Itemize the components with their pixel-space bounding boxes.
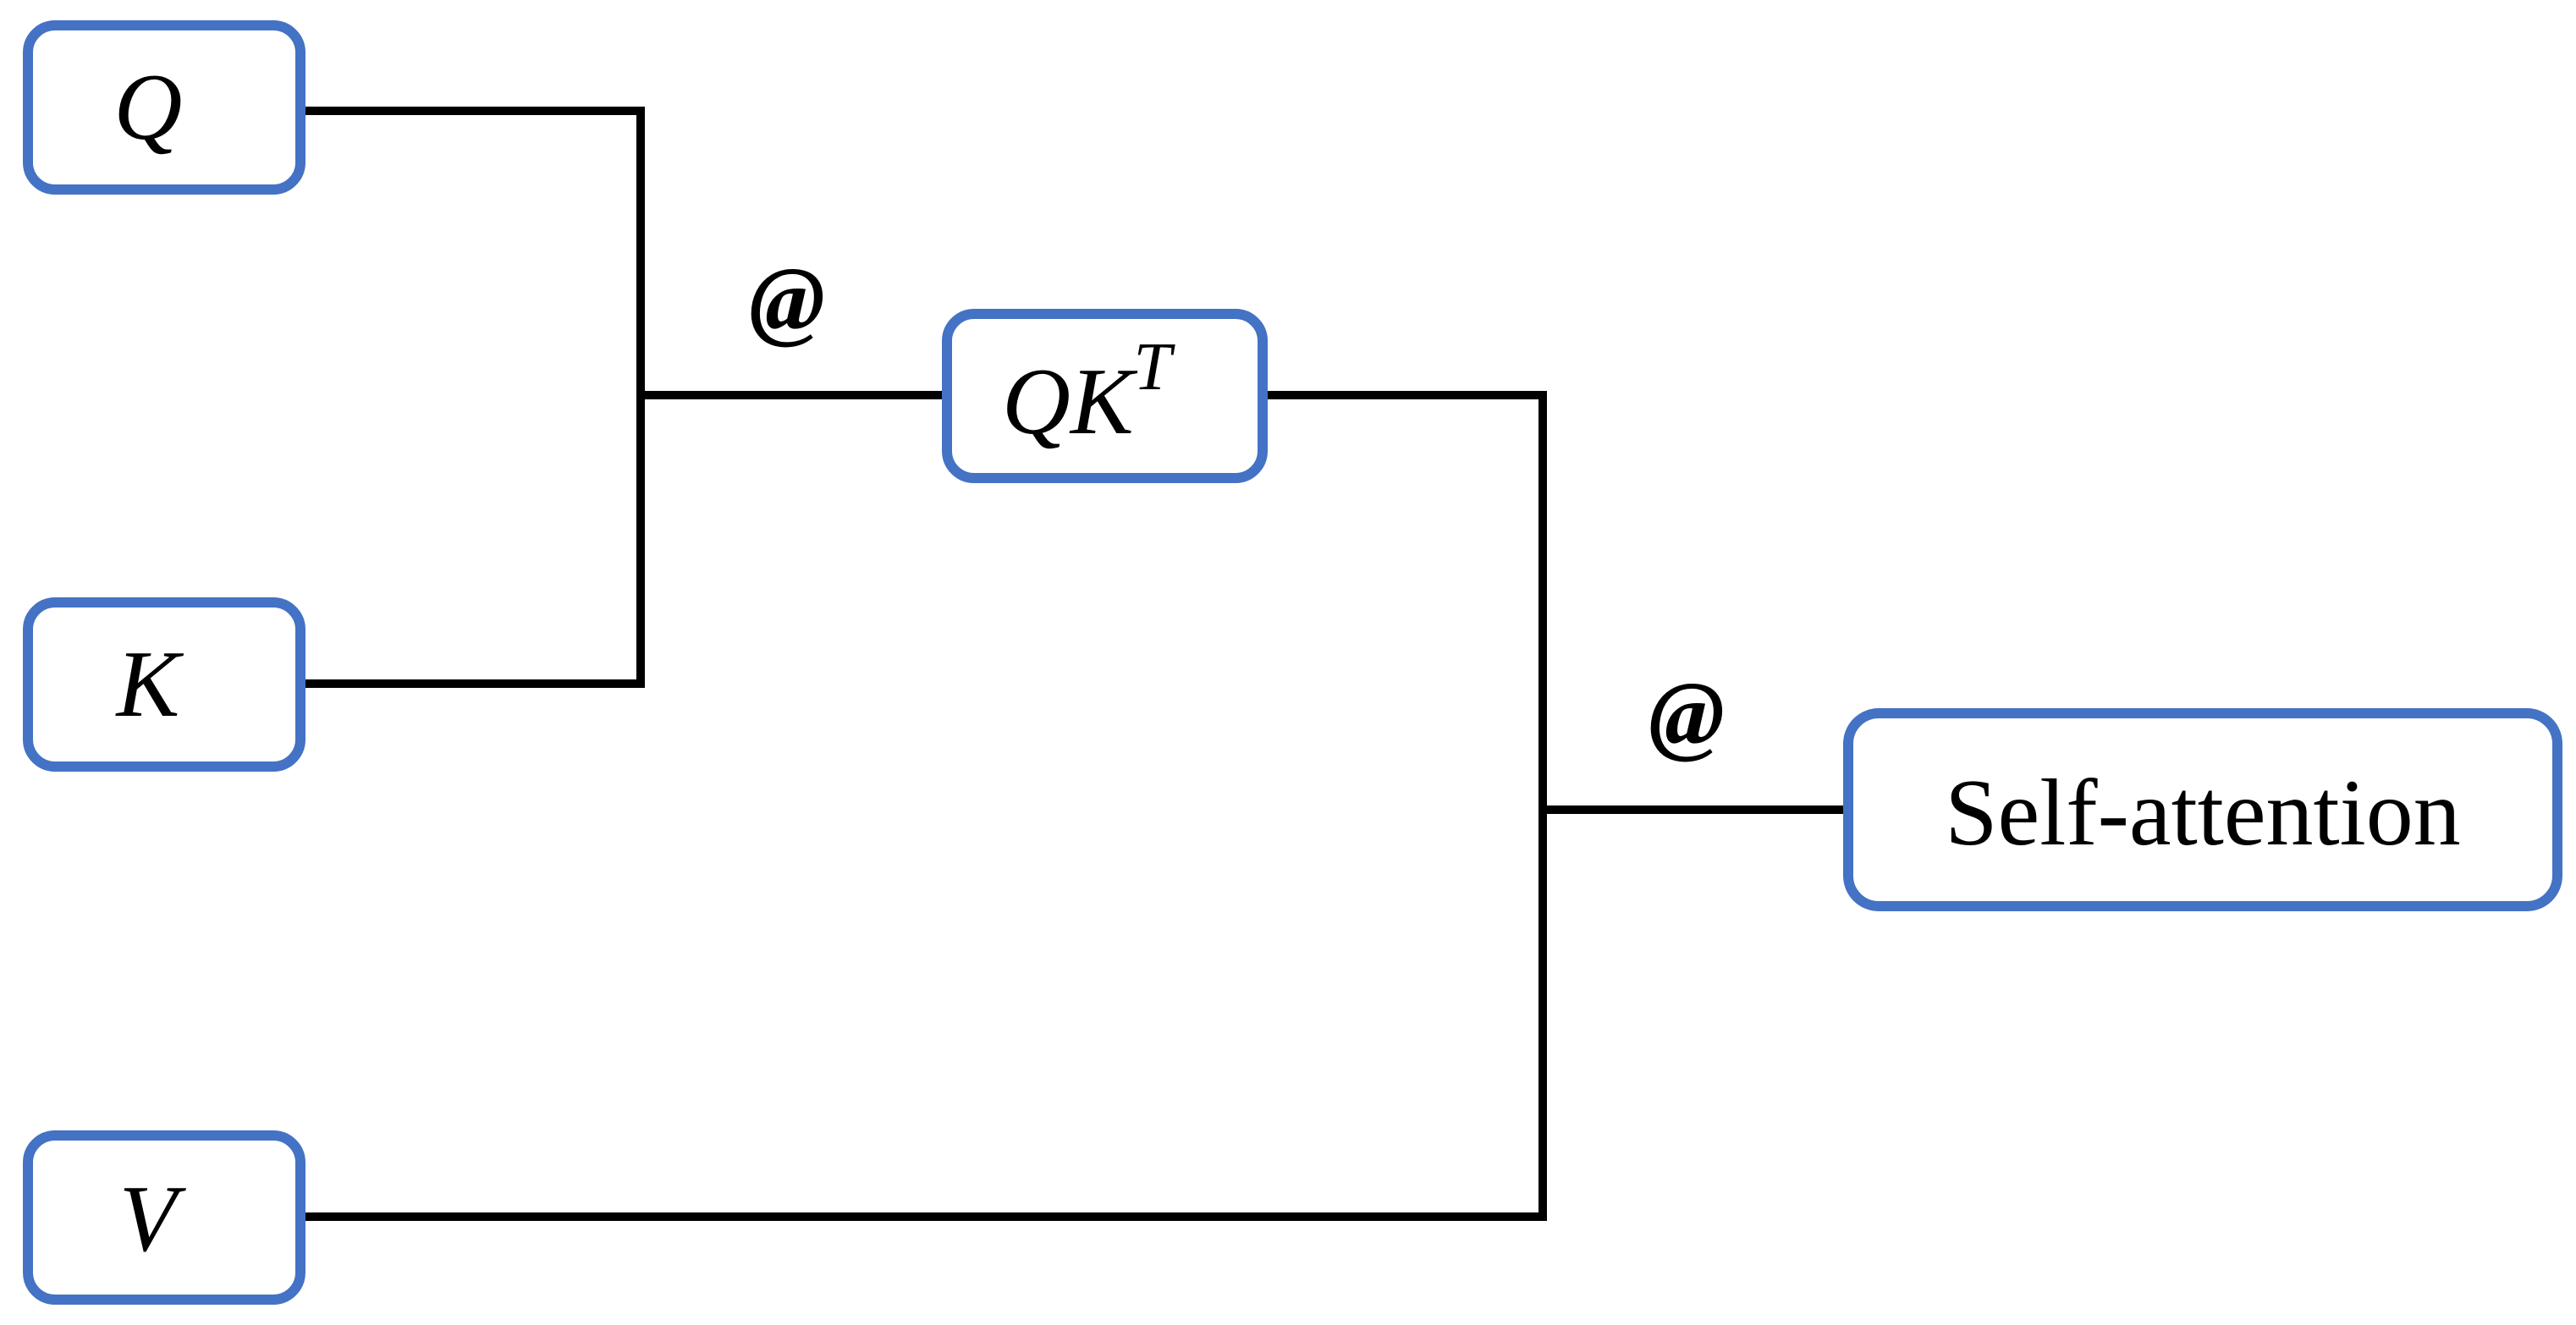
connectors (299, 107, 1852, 1221)
matmul-operator-qk: @ (749, 250, 825, 350)
qkt-node: QKT (942, 309, 1268, 483)
qkt-connector (1258, 391, 1547, 814)
self-attention-node: Self-attention (1843, 708, 2562, 911)
v-connector (299, 805, 1547, 1221)
k-node: K (23, 597, 305, 772)
v-node: V (23, 1130, 305, 1305)
qkt-base: QK (1002, 349, 1138, 454)
self-attention-label: Self-attention (1945, 761, 2461, 866)
q-node: Q (23, 20, 305, 195)
qkt-label: QKT (1002, 330, 1176, 454)
k-label: K (115, 632, 184, 737)
qkt-superscript: T (1134, 330, 1176, 404)
k-connector (299, 391, 645, 688)
q-label: Q (114, 55, 183, 160)
q-connector (299, 107, 645, 399)
matmul-operator-v: @ (1649, 664, 1725, 765)
v-label: V (119, 1167, 187, 1272)
